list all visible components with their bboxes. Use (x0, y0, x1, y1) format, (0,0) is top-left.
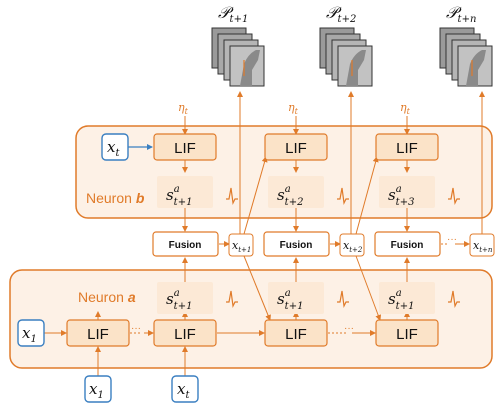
lif-b-1: LIF (153, 133, 217, 161)
spike-icon (448, 187, 460, 206)
neuron-a-panel (9, 269, 493, 369)
svg-text:sat+1: sat+1 (166, 288, 192, 312)
svg-text:LIF: LIF (396, 326, 418, 343)
neuron-b-label: Neuron b (86, 190, 145, 206)
svg-text:sat+1: sat+1 (277, 288, 303, 312)
spike-icon (226, 187, 238, 206)
lif-b-2: LIF (264, 133, 328, 161)
state-node-3: xt+n (469, 233, 495, 257)
svg-text:x1: x1 (89, 380, 104, 401)
svg-text:xt+1: xt+1 (232, 239, 251, 254)
lif-a-2: LIF (153, 319, 217, 347)
state-node-1: xt+1 (228, 233, 254, 257)
svg-text:LIF: LIF (396, 140, 418, 157)
svg-text:sat+1: sat+1 (388, 288, 414, 312)
frame-stack-2 (319, 27, 373, 87)
frame-label-3: 𝒫t+n (446, 3, 476, 25)
svg-text:Fusion: Fusion (391, 240, 424, 251)
ellipsis-a-2: ··· (344, 323, 354, 334)
spike-icon (337, 290, 349, 309)
connectors (44, 91, 485, 376)
neuron-a-label: Neuron a (78, 289, 136, 305)
eta-label-2: ηt (288, 101, 299, 116)
svg-text:LIF: LIF (174, 140, 196, 157)
state-node-2: xt+2 (339, 233, 365, 257)
input-xt-b: xt (101, 133, 129, 161)
input-xt-bottom: xt (171, 375, 199, 403)
ellipsis-a-1: ··· (131, 323, 141, 334)
svg-text:LIF: LIF (285, 326, 307, 343)
svg-text:sat+3: sat+3 (388, 184, 414, 208)
lif-a-4: LIF (375, 319, 439, 347)
fusion-2: Fusion (263, 231, 330, 257)
frame-label-2: 𝒫t+2 (326, 3, 356, 25)
fusion-3: Fusion (374, 231, 441, 257)
svg-text:LIF: LIF (87, 326, 109, 343)
frame-stack-3 (439, 27, 493, 87)
svg-text:x1: x1 (22, 324, 37, 345)
lif-b-3: LIF (375, 133, 439, 161)
fusion-1: Fusion (152, 231, 219, 257)
input-x1-bottom: x1 (84, 375, 112, 403)
frame-stack-1 (211, 27, 265, 87)
svg-text:xt: xt (177, 380, 190, 401)
spike-icon (226, 290, 238, 309)
lif-a-1: LIF (66, 319, 130, 347)
spike-icon (448, 290, 460, 309)
eta-label-3: ηt (400, 101, 411, 116)
svg-text:xt+n: xt+n (473, 239, 493, 254)
svg-text:LIF: LIF (285, 140, 307, 157)
svg-text:xt: xt (107, 138, 120, 159)
svg-text:sat+1: sat+1 (166, 184, 192, 208)
svg-text:sat+2: sat+2 (277, 184, 303, 208)
svg-text:xt+2: xt+2 (343, 239, 363, 254)
frame-label-1: 𝒫t+1 (218, 3, 248, 25)
eta-label-1: ηt (178, 101, 189, 116)
svg-text:LIF: LIF (174, 326, 196, 343)
lif-a-3: LIF (264, 319, 328, 347)
input-x1-a: x1 (17, 319, 45, 347)
svg-text:Fusion: Fusion (169, 240, 202, 251)
ellipsis-fusion: ··· (447, 234, 457, 245)
svg-text:Fusion: Fusion (280, 240, 313, 251)
spike-icon (337, 187, 349, 206)
